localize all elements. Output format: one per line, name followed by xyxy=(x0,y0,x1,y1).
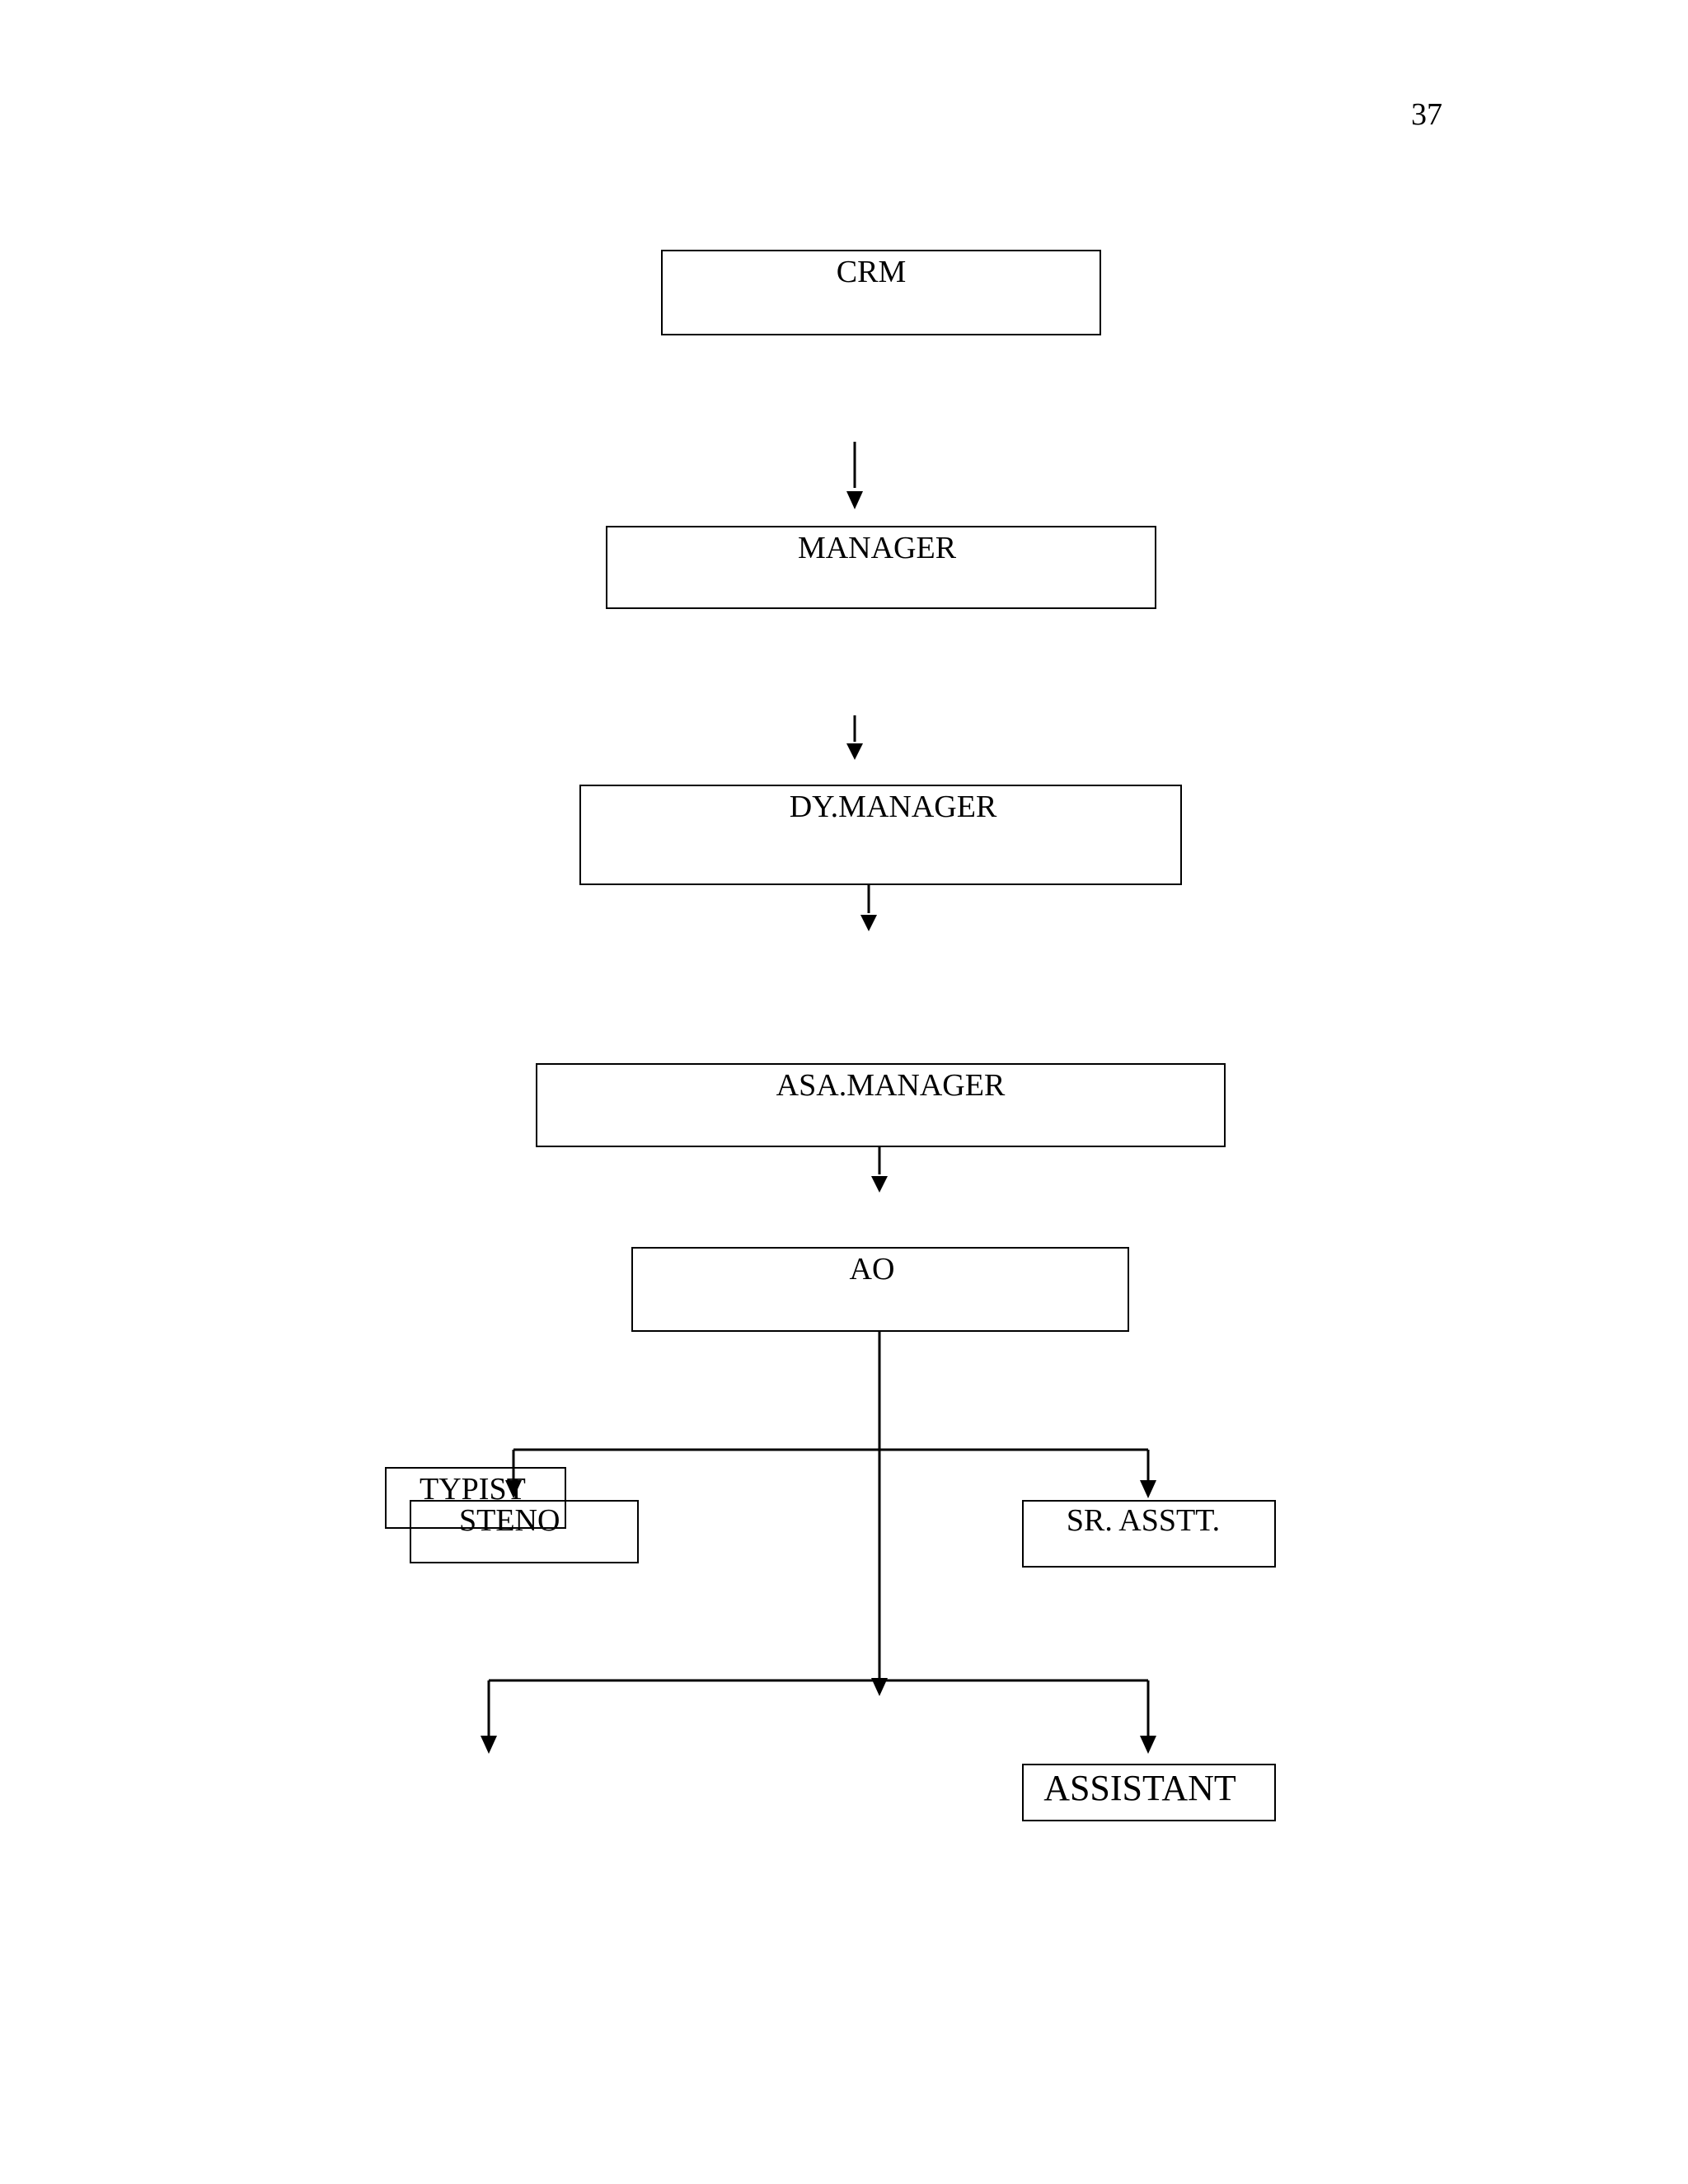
arrowhead-manager-to-dymanager xyxy=(846,743,863,760)
node-sr-asstt: SR. ASSTT. xyxy=(1022,1500,1276,1568)
node-asa-manager-label: ASA.MANAGER xyxy=(776,1068,1006,1103)
node-assistant: ASSISTANT xyxy=(1022,1764,1276,1821)
node-dy-manager-label: DY.MANAGER xyxy=(789,790,997,824)
node-asa-manager: ASA.MANAGER xyxy=(536,1063,1226,1147)
node-crm: CRM xyxy=(661,250,1101,335)
arrowhead-ao-trunk xyxy=(871,1678,888,1696)
node-steno-label: STENO xyxy=(459,1503,560,1538)
node-ao-label: AO xyxy=(849,1252,895,1286)
arrowhead-to-typist xyxy=(505,1480,522,1498)
node-dy-manager: DY.MANAGER xyxy=(579,785,1182,885)
node-assistant-label: ASSISTANT xyxy=(1043,1768,1236,1808)
arrowhead-to-assistant xyxy=(1140,1736,1156,1754)
arrowhead-asamanager-to-ao xyxy=(871,1176,888,1193)
arrowhead-to-sr-asstt xyxy=(1140,1480,1156,1498)
page-number: 37 xyxy=(1411,97,1442,132)
node-typist: TYPIST xyxy=(385,1467,566,1529)
node-ao: AO xyxy=(631,1247,1129,1332)
arrowhead-lower-left xyxy=(481,1736,497,1754)
node-manager: MANAGER xyxy=(606,526,1156,609)
node-steno: STENO xyxy=(410,1500,639,1563)
arrowhead-crm-to-manager xyxy=(846,491,863,509)
node-crm-label: CRM xyxy=(836,255,907,289)
arrowhead-dymanager-to-asamanager xyxy=(860,915,877,931)
node-sr-asstt-label: SR. ASSTT. xyxy=(1066,1503,1221,1538)
node-manager-label: MANAGER xyxy=(797,531,957,565)
node-typist-label: TYPIST xyxy=(420,1472,526,1507)
